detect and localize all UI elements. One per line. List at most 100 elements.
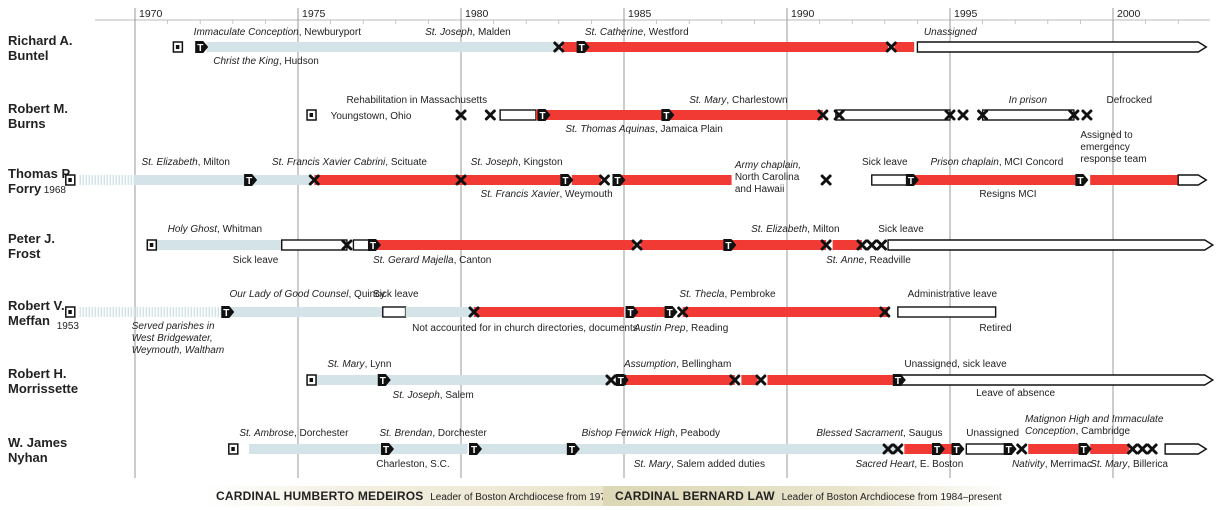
removal-marker [308,174,320,186]
assignment-bar-faded [121,307,124,317]
legend-law-text: Leader of Boston Archdiocese from 1984–p… [781,492,1002,503]
assignment-label: Youngstown, Ohio [331,111,412,122]
assignment-bar-faded [118,175,121,185]
assignment-bar-accused [682,307,889,317]
assignment-town: , E. Boston [914,459,963,470]
transfer-marker-letter: T [618,376,624,387]
assignment-bar-faded [127,175,130,185]
transfer-marker [537,109,551,121]
assignment-bar-faded [187,307,190,317]
removal-marker [892,443,904,455]
assignment-bar-faded [100,307,103,317]
assignment-bar-faded [169,307,172,317]
assignment-bar-faded [148,307,151,317]
assignment-town: , Kingston [518,157,562,168]
transfer-marker [931,443,945,455]
assignment-label: Sick leave [862,157,908,168]
assignment-bar [474,444,569,454]
priest-last-name: Burns [8,116,46,131]
assignment-bar-faded [139,307,142,317]
assignment-bar-faded [115,307,118,317]
priest-first-name: Peter J. [8,231,55,246]
assignment-place: Nativity [1012,459,1046,470]
assignment-label: Charleston, S.C. [376,459,449,470]
transfer-marker-letter: T [383,445,389,456]
priest-last-name: Morrissette [8,381,78,396]
transfer-marker-letter: T [628,308,634,319]
transfer-marker-letter: T [954,445,960,456]
assignment-bar-faded [82,307,85,317]
transfer-marker [381,443,395,455]
assignment-bar [314,375,383,385]
priest-last-name: Forry [8,181,42,196]
assignment-bar-accused [940,444,954,454]
priest-first-name: Robert H. [8,366,67,381]
assignment-place: St. Gerard Majella [373,255,454,266]
year-label: 2000 [1117,8,1141,20]
assignment-bar-accused [1028,444,1084,454]
assignment-label: Retired [979,323,1011,334]
transfer-marker-letter: T [197,43,203,54]
assignment-place: St. Thecla [679,289,724,300]
assignment-bar-faded [154,307,157,317]
assignment-bar-faded [151,307,154,317]
assignment-bar-faded [163,307,166,317]
assignment-bar-faded [184,307,187,317]
assignment-town: , Westford [643,27,688,38]
assignment-town: , Bellingham [676,359,731,370]
assignment-bar [226,307,383,317]
open-ended-bar [897,374,1215,386]
assignment-bar-faded [97,307,100,317]
assignment-label: Blessed Sacrament, Saugus [816,428,942,439]
assignment-label: Nativity, Merrimac [1012,459,1092,470]
assignment-place: St. Joseph [393,390,441,401]
assignment-bar-accused [314,175,566,185]
removal-marker [468,306,480,318]
assignment-place: West Bridgewater, [132,333,213,344]
assignment-label: St. Francis Xavier, Weymouth [481,189,613,200]
transfer-marker-letter: T [246,176,252,187]
assignment-town: , Salem added duties [671,459,765,470]
removal-marker [1136,443,1148,455]
assignment-label: Served parishes in [132,321,215,332]
assignment-bar-faded [88,175,91,185]
assignment-bar-faded [115,175,118,185]
leave-bar [382,306,407,318]
assignment-place: St. Elizabeth [751,224,808,235]
assignment-bar-faded [97,175,100,185]
transfer-marker-letter: T [380,376,386,387]
transfer-marker-letter: T [540,111,546,122]
assignment-town: , Peabody [675,428,720,439]
assignment-bar-faded [175,307,178,317]
assignment-label: Weymouth, Waltham [132,345,224,356]
assignment-place: St. Catherine [585,27,644,38]
removal-marker [944,109,956,121]
assignment-bar-faded [124,307,127,317]
assignment-bar-faded [217,307,220,317]
transfer-marker-letter: T [569,445,575,456]
assignment-town: Sick leave [862,157,908,168]
assignment-place: St. Mary [689,95,727,106]
removal-marker [957,109,969,121]
transfer-marker-letter: T [1081,445,1087,456]
assignment-town: Unassigned [966,428,1019,439]
assignment-town: , Malden [472,27,510,38]
removal-marker [1146,443,1158,455]
assignment-bar-accused [474,307,624,317]
assignment-town: , Milton [807,224,839,235]
assignment-place: St. Mary [1090,459,1128,470]
assignment-town: , Charlestown [726,95,787,106]
leave-bar [897,306,997,318]
assignment-town: Administrative leave [908,289,998,300]
transfer-marker [566,443,580,455]
removal-marker [631,239,643,251]
assignment-bar-accused [562,42,889,52]
assignment-bar-faded [136,307,139,317]
assignment-town: emergency [1080,142,1129,153]
assignment-label: Immaculate Conception, Newburyport [194,27,362,38]
removal-marker [455,174,467,186]
assignment-town: , Dorchester [432,428,487,439]
removal-marker [598,174,610,186]
